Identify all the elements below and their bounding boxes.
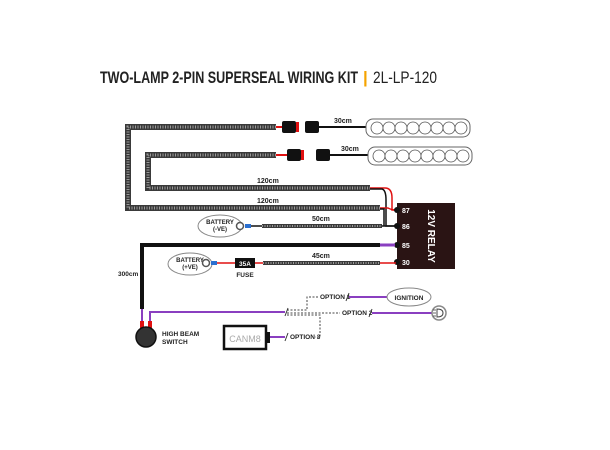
outer-loom-length: 120cm [257, 198, 279, 205]
svg-text:CANM8: CANM8 [229, 334, 261, 344]
pin-85: 85 [402, 243, 410, 250]
option-2-label: OPTION 2 [342, 310, 373, 317]
pos-length: 45cm [312, 253, 330, 260]
canm8-module: CANM8 [222, 324, 270, 351]
switch-label-1: HIGH BEAM [162, 331, 199, 338]
svg-text:BATTERY: BATTERY [206, 220, 234, 226]
light-bar-2 [367, 146, 473, 166]
option-1-label: OPTION 1 [320, 294, 351, 301]
svg-text:FUSE: FUSE [236, 272, 254, 279]
option-3-label: OPTION 3 [290, 334, 321, 341]
title-code: 2L-LP-120 [373, 68, 437, 87]
ignition: IGNITION [386, 287, 432, 307]
pin-87: 87 [402, 208, 410, 215]
relay-label: 12V RELAY [425, 209, 436, 263]
option-paths [287, 296, 340, 338]
svg-text:IGNITION: IGNITION [395, 295, 424, 302]
pin-86: 86 [402, 224, 410, 231]
pin-30: 30 [402, 260, 410, 267]
battery-positive: BATTERY (+VE) [167, 252, 235, 276]
neg-length: 50cm [312, 216, 330, 223]
lamp2-length: 30cm [341, 146, 359, 153]
svg-text:(-VE): (-VE) [213, 227, 227, 233]
inner-loom [145, 152, 370, 191]
outer-loom [125, 124, 380, 211]
high-beam-switch[interactable] [135, 309, 285, 348]
battery-negative: BATTERY (-VE) [197, 214, 396, 238]
title-main: TWO-LAMP 2-PIN SUPERSEAL WIRING KIT [100, 68, 358, 87]
switch-wire-length: 300cm [118, 271, 138, 278]
svg-text:35A: 35A [239, 261, 251, 268]
svg-text:BATTERY: BATTERY [176, 258, 204, 264]
switch-label-2: SWITCH [162, 339, 188, 346]
headlight-icon [431, 305, 447, 321]
title-separator: | [363, 68, 368, 87]
inner-loom-length: 120cm [257, 178, 279, 185]
superseal-connector-2 [276, 149, 368, 161]
svg-text:(+VE): (+VE) [182, 265, 198, 271]
lamp1-length: 30cm [334, 118, 352, 125]
superseal-connector-1 [276, 121, 366, 133]
light-bar-1 [365, 118, 471, 138]
fuse: 35A FUSE [235, 258, 255, 279]
relay: 12V RELAY 87 86 85 30 [394, 203, 455, 269]
